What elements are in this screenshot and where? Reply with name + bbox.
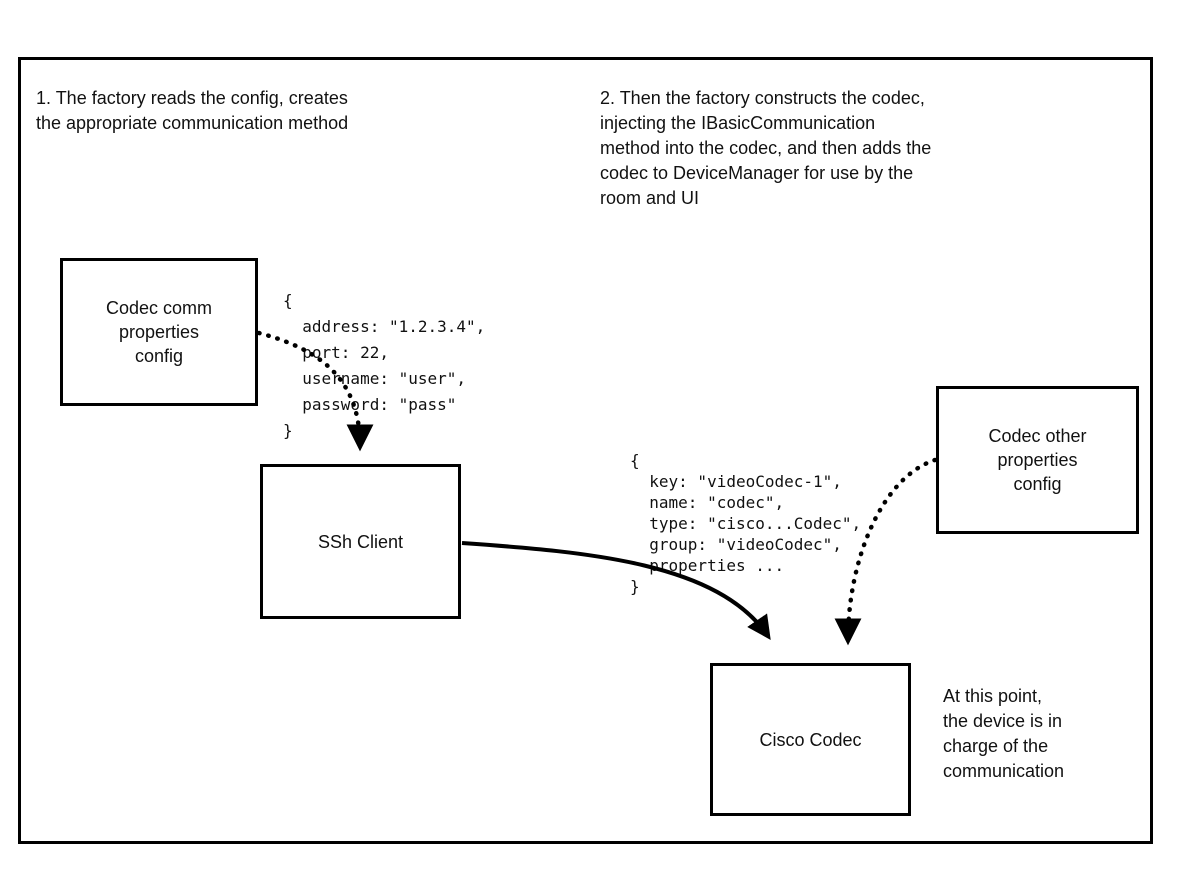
node-ssh-client: SSh Client (260, 464, 461, 619)
node-codec-other-properties-config: Codec other properties config (936, 386, 1139, 534)
note-endpoint: At this point, the device is in charge o… (943, 686, 1065, 781)
note-step-1: 1. The factory reads the config, creates… (36, 88, 349, 133)
node-cisco-codec-label: Cisco Codec (759, 729, 862, 750)
code-comm-properties: { address: "1.2.3.4", port: 22, username… (283, 291, 486, 440)
code-codec-properties: { key: "videoCodec-1", name: "codec", ty… (630, 451, 862, 596)
diagram-border (18, 57, 1153, 844)
node-codec-comm-properties-config: Codec comm properties config (60, 258, 258, 406)
note-step-2: 2. Then the factory constructs the codec… (600, 88, 932, 208)
node-codec-other-label: Codec other properties config (988, 426, 1087, 494)
node-codec-comm-label: Codec comm properties config (105, 298, 213, 366)
node-ssh-client-label: SSh Client (317, 531, 404, 552)
node-cisco-codec: Cisco Codec (710, 663, 911, 816)
